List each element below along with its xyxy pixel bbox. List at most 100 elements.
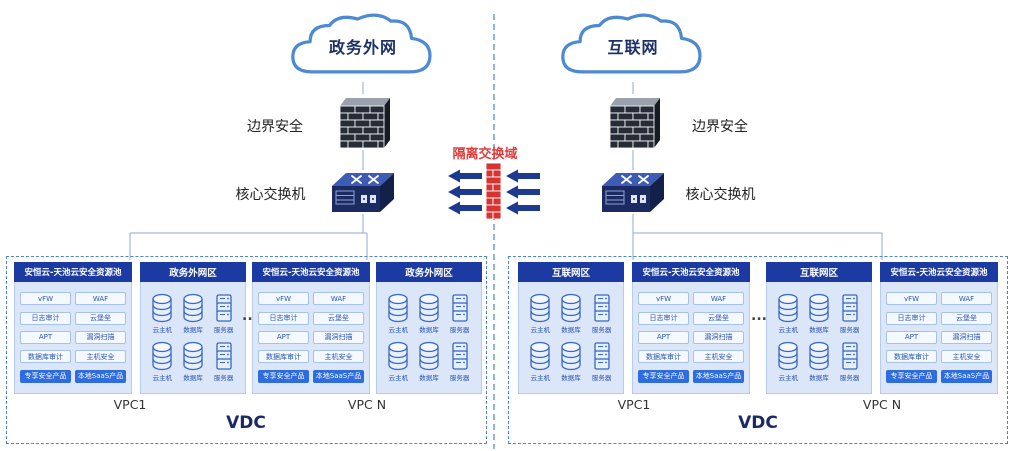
- pool-item-host-security: 主机安全: [313, 350, 364, 364]
- database-cell: 数据库: [804, 293, 835, 334]
- server-cell: 服务器: [834, 293, 865, 334]
- cloud-internet: 互联网: [552, 10, 714, 82]
- pool-product-saas: 本地SaaS产品: [693, 369, 744, 383]
- pool-item-vfw: vFW: [258, 292, 309, 306]
- cloud-internet-label: 互联网: [607, 38, 659, 57]
- server-icon: [594, 342, 610, 370]
- zone-icon-row: 云主机 数据库 服务器: [772, 293, 866, 334]
- server-cell: 服务器: [444, 341, 475, 382]
- pool-item-db-audit: 数据库审计: [638, 350, 689, 364]
- cloud-host-cell: 云主机: [147, 293, 178, 334]
- database-cell: 数据库: [414, 341, 445, 382]
- database-cell: 数据库: [178, 293, 209, 334]
- pool-item-bastion: 云堡垒: [941, 311, 992, 325]
- cloud-gov-label: 政务外网: [328, 38, 397, 57]
- server-cell: 服务器: [586, 341, 617, 382]
- vpcn-label-right: VPC N: [862, 397, 902, 412]
- pool-item-host-security: 主机安全: [75, 350, 126, 364]
- security-pool-title: 安恒云-天池云安全资源池: [14, 262, 132, 282]
- pool-item-apt: APT: [886, 330, 937, 344]
- database-label: 数据库: [561, 374, 581, 382]
- cloud-icon: [291, 13, 432, 74]
- zone-body: 云主机 数据库 服务器 云主机 数据库 服务器: [766, 282, 872, 394]
- zone-body: 云主机 数据库 服务器 云主机 数据库 服务器: [140, 282, 246, 394]
- database-cell: 数据库: [414, 293, 445, 334]
- cloud-host-label: 云主机: [388, 326, 409, 334]
- database-icon: [183, 293, 203, 323]
- pool-item-waf: WAF: [941, 292, 992, 306]
- pool-item-vfw: vFW: [886, 292, 937, 306]
- database-icon: [419, 293, 439, 323]
- pool-item-log-audit: 日志审计: [638, 311, 689, 325]
- cloud-host-label: 云主机: [152, 326, 173, 334]
- database-cell: 数据库: [178, 341, 209, 382]
- pool-item-vfw: vFW: [20, 292, 71, 306]
- cloud-host-label: 云主机: [778, 326, 799, 334]
- database-icon: [778, 293, 798, 323]
- server-label: 服务器: [839, 326, 860, 334]
- core-switch-label-right: 核心交换机: [685, 187, 756, 203]
- server-cell: 服务器: [586, 293, 617, 334]
- security-pool-title: 安恒云-天池云安全资源池: [252, 262, 370, 282]
- pool-product-dedicated: 专享安全产品: [638, 369, 689, 383]
- cloud-host-cell: 云主机: [147, 341, 178, 382]
- database-icon: [530, 341, 550, 371]
- pool-item-apt: APT: [20, 330, 71, 344]
- pool-item-vuln-scan: 漏洞扫描: [693, 330, 744, 344]
- zone-title: 政务外网区: [376, 262, 482, 282]
- zone-icon-row: 云主机 数据库 服务器: [772, 341, 866, 382]
- firewall-icon: [609, 97, 661, 149]
- firewall-icon: [339, 97, 391, 149]
- pool-item-log-audit: 日志审计: [886, 311, 937, 325]
- pool-item-apt: APT: [638, 330, 689, 344]
- zone-title: 互联网区: [766, 262, 872, 282]
- database-icon: [152, 293, 172, 323]
- database-icon: [152, 341, 172, 371]
- zone-body: 云主机 数据库 服务器 云主机 数据库 服务器: [518, 282, 624, 394]
- border-security-label-right: 边界安全: [692, 119, 748, 135]
- database-label: 数据库: [419, 326, 439, 334]
- left-arrows-icon: [448, 169, 482, 215]
- database-cell: 数据库: [556, 341, 587, 382]
- server-label: 服务器: [213, 374, 234, 382]
- database-icon: [809, 293, 829, 323]
- vdc-label-right: VDC: [738, 413, 778, 433]
- pool-item-waf: WAF: [75, 292, 126, 306]
- server-label: 服务器: [449, 374, 470, 382]
- server-cell: 服务器: [208, 341, 239, 382]
- database-label: 数据库: [809, 374, 829, 382]
- cloud-host-cell: 云主机: [383, 341, 414, 382]
- server-icon: [842, 342, 858, 370]
- gov-zone-panel: 政务外网区 云主机 数据库 服务器 云主机 数据库 服务器: [376, 262, 482, 394]
- cloud-host-label: 云主机: [152, 374, 173, 382]
- database-icon: [388, 341, 408, 371]
- cloud-host-cell: 云主机: [773, 341, 804, 382]
- server-icon: [216, 342, 232, 370]
- pool-item-bastion: 云堡垒: [693, 311, 744, 325]
- server-label: 服务器: [449, 326, 470, 334]
- zone-icon-row: 云主机 数据库 服务器: [382, 341, 476, 382]
- pool-item-vuln-scan: 漏洞扫描: [75, 330, 126, 344]
- pool-product-saas: 本地SaaS产品: [313, 369, 364, 383]
- database-icon: [388, 293, 408, 323]
- server-icon: [842, 294, 858, 322]
- pool-product-dedicated: 专享安全产品: [886, 369, 937, 383]
- internet-zone-panel: 互联网区 云主机 数据库 服务器 云主机 数据库 服务器: [766, 262, 872, 394]
- database-icon: [561, 293, 581, 323]
- pool-item-vuln-scan: 漏洞扫描: [313, 330, 364, 344]
- database-icon: [778, 341, 798, 371]
- security-pool-title: 安恒云-天池云安全资源池: [880, 262, 998, 282]
- server-icon: [216, 294, 232, 322]
- vpcn-label-left: VPC N: [347, 397, 387, 412]
- server-label: 服务器: [839, 374, 860, 382]
- database-label: 数据库: [183, 326, 203, 334]
- vpc1-label-left: VPC1: [113, 397, 147, 412]
- cloud-host-cell: 云主机: [773, 293, 804, 334]
- pool-item-db-audit: 数据库审计: [258, 350, 309, 364]
- server-icon: [452, 342, 468, 370]
- cloud-host-cell: 云主机: [383, 293, 414, 334]
- pool-item-waf: WAF: [693, 292, 744, 306]
